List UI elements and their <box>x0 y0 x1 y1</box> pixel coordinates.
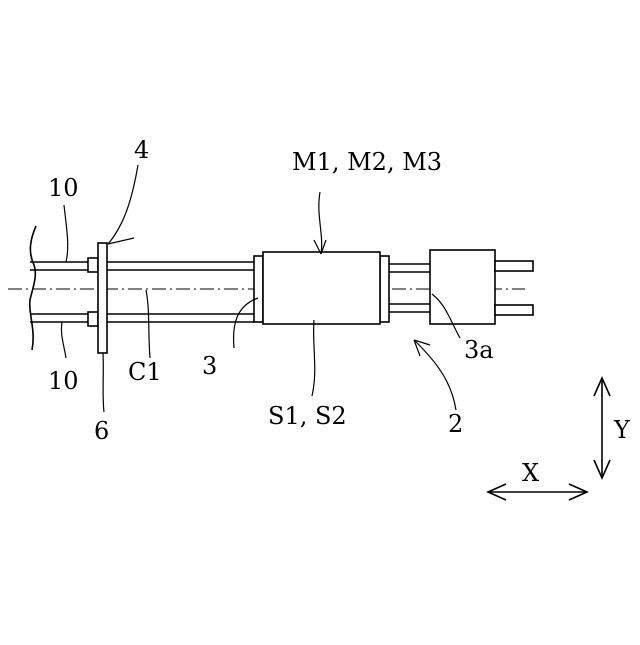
slider-body <box>263 252 380 324</box>
leader-6 <box>103 353 104 412</box>
label-s1-s2: S1, S2 <box>268 402 347 430</box>
label-y: Y <box>613 416 631 444</box>
label-4: 4 <box>134 136 149 164</box>
leader-10-bottom <box>61 322 66 358</box>
leader-c1 <box>146 290 150 358</box>
label-10-top: 10 <box>48 174 79 202</box>
collar-lower <box>88 312 98 326</box>
clamp-plate <box>98 243 107 353</box>
slider-end-cap-right <box>380 256 389 322</box>
leader-4 <box>108 165 138 244</box>
leader-10-top <box>64 205 68 262</box>
label-2: 2 <box>448 410 463 438</box>
label-c1: C1 <box>128 358 162 386</box>
end-block <box>430 250 495 324</box>
label-3: 3 <box>202 352 217 380</box>
label-x: X <box>522 459 539 487</box>
collar-upper <box>88 258 98 272</box>
leader-s <box>312 320 315 396</box>
label-m1-m2-m3: M1, M2, M3 <box>292 148 442 176</box>
slider-end-cap-left <box>254 256 263 322</box>
label-6: 6 <box>94 417 109 445</box>
label-3a: 3a <box>464 336 494 364</box>
leader-m <box>319 192 322 254</box>
rod-tip-upper <box>495 261 533 271</box>
break-line <box>30 226 36 350</box>
rod-tip-lower <box>495 305 533 315</box>
label-10-bottom: 10 <box>48 367 79 395</box>
leader-2 <box>414 340 456 410</box>
